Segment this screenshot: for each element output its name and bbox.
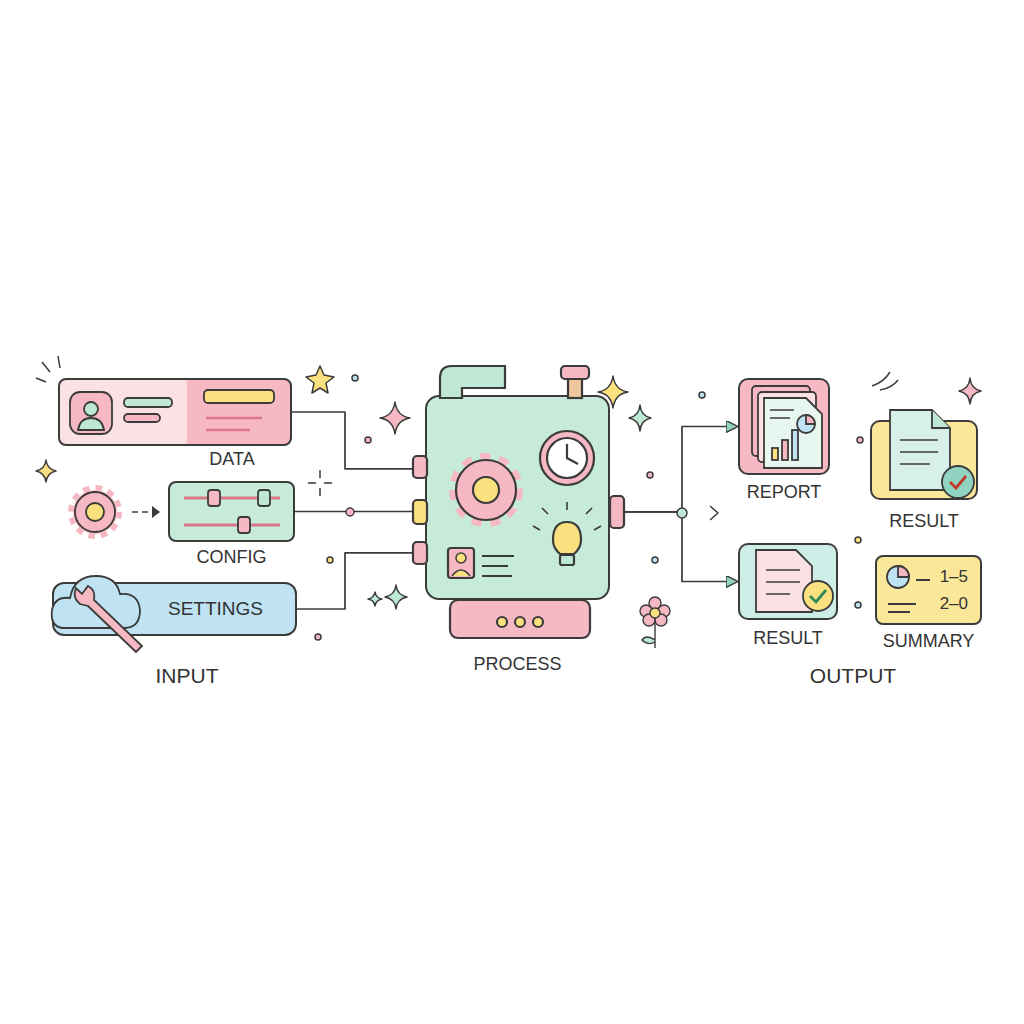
flow-arrow <box>610 512 738 582</box>
flow-arrow <box>610 427 738 512</box>
flower <box>640 597 670 648</box>
section-label: OUTPUT <box>810 664 896 688</box>
settings-box: SETTINGS <box>52 582 297 636</box>
result-box: RESULT <box>870 420 978 500</box>
flow-arrow <box>295 511 425 513</box>
decorations <box>36 356 981 640</box>
summary-value: 2–0 <box>940 594 968 614</box>
node-label: SUMMARY <box>883 631 975 652</box>
node-label: RESULT <box>889 511 959 532</box>
flow-arrow <box>292 412 425 469</box>
report-box: REPORT <box>738 378 830 475</box>
result-box: RESULT <box>738 543 838 620</box>
flow-arrow <box>297 553 425 609</box>
machine-illustration <box>413 366 624 638</box>
node-label: RESULT <box>753 628 823 649</box>
gear-icon <box>73 490 160 534</box>
section-label: INPUT <box>156 664 219 688</box>
node-label: CONFIG <box>197 547 267 568</box>
process-machine: PROCESS <box>425 395 610 600</box>
node-label: REPORT <box>747 482 822 503</box>
summary-value: 1–5 <box>940 567 968 587</box>
node-label: DATA <box>209 449 254 470</box>
config-box: CONFIG <box>168 481 295 542</box>
node-label: SETTINGS <box>168 598 263 620</box>
data-card: DATA <box>58 378 292 446</box>
node-label: PROCESS <box>473 654 561 675</box>
summary-box: 1–52–0SUMMARY <box>875 555 982 625</box>
